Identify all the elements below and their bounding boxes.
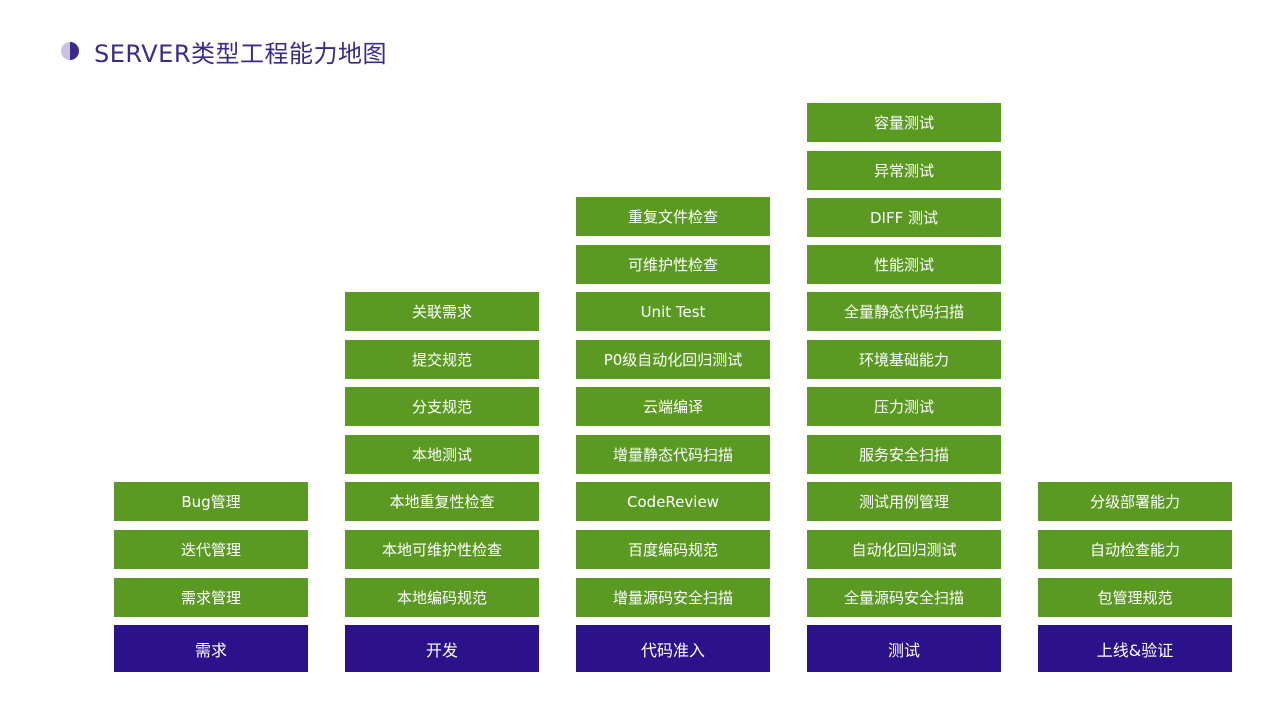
capability-block: 本地测试 — [345, 435, 539, 474]
capability-block: 测试用例管理 — [807, 482, 1001, 521]
capability-block: 容量测试 — [807, 103, 1001, 142]
stage-label-testing: 测试 — [807, 625, 1001, 672]
capability-column-release: 分级部署能力 自动检查能力 包管理规范 上线&验证 — [1038, 0, 1232, 711]
capability-block: 服务安全扫描 — [807, 435, 1001, 474]
capability-block: 自动化回归测试 — [807, 530, 1001, 569]
capability-block: 增量静态代码扫描 — [576, 435, 770, 474]
stage-label-requirements: 需求 — [114, 625, 308, 672]
capability-block: 异常测试 — [807, 151, 1001, 190]
capability-block: 自动检查能力 — [1038, 530, 1232, 569]
capability-column-development: 关联需求 提交规范 分支规范 本地测试 本地重复性检查 本地可维护性检查 本地编… — [345, 0, 539, 711]
capability-block: 云端编译 — [576, 387, 770, 426]
capability-block: 重复文件检查 — [576, 197, 770, 236]
capability-block: CodeReview — [576, 482, 770, 521]
capability-block: Bug管理 — [114, 482, 308, 521]
capability-block: 分支规范 — [345, 387, 539, 426]
stage-label-release: 上线&验证 — [1038, 625, 1232, 672]
capability-block: DIFF 测试 — [807, 198, 1001, 237]
capability-block: 迭代管理 — [114, 530, 308, 569]
capability-block: 增量源码安全扫描 — [576, 578, 770, 617]
capability-block: 全量静态代码扫描 — [807, 292, 1001, 331]
stage-label-development: 开发 — [345, 625, 539, 672]
capability-block: 关联需求 — [345, 292, 539, 331]
capability-block: 需求管理 — [114, 578, 308, 617]
stage-label-code-admission: 代码准入 — [576, 625, 770, 672]
capability-block: 环境基础能力 — [807, 340, 1001, 379]
page-header: SERVER类型工程能力地图 — [60, 34, 387, 68]
capability-block: 可维护性检查 — [576, 245, 770, 284]
capability-block: P0级自动化回归测试 — [576, 340, 770, 379]
capability-column-requirements: Bug管理 迭代管理 需求管理 需求 — [114, 0, 308, 711]
capability-block: 提交规范 — [345, 340, 539, 379]
capability-block: 分级部署能力 — [1038, 482, 1232, 521]
capability-block: Unit Test — [576, 292, 770, 331]
capability-block: 本地可维护性检查 — [345, 530, 539, 569]
capability-block: 本地编码规范 — [345, 578, 539, 617]
capability-block: 性能测试 — [807, 245, 1001, 284]
half-circle-icon — [61, 42, 79, 60]
capability-block: 本地重复性检查 — [345, 482, 539, 521]
capability-block: 压力测试 — [807, 387, 1001, 426]
capability-column-testing: 容量测试 异常测试 DIFF 测试 性能测试 全量静态代码扫描 环境基础能力 压… — [807, 0, 1001, 711]
capability-column-code-admission: 重复文件检查 可维护性检查 Unit Test P0级自动化回归测试 云端编译 … — [576, 0, 770, 711]
capability-block: 全量源码安全扫描 — [807, 578, 1001, 617]
page-title: SERVER类型工程能力地图 — [94, 39, 388, 68]
capability-block: 百度编码规范 — [576, 530, 770, 569]
capability-block: 包管理规范 — [1038, 578, 1232, 617]
